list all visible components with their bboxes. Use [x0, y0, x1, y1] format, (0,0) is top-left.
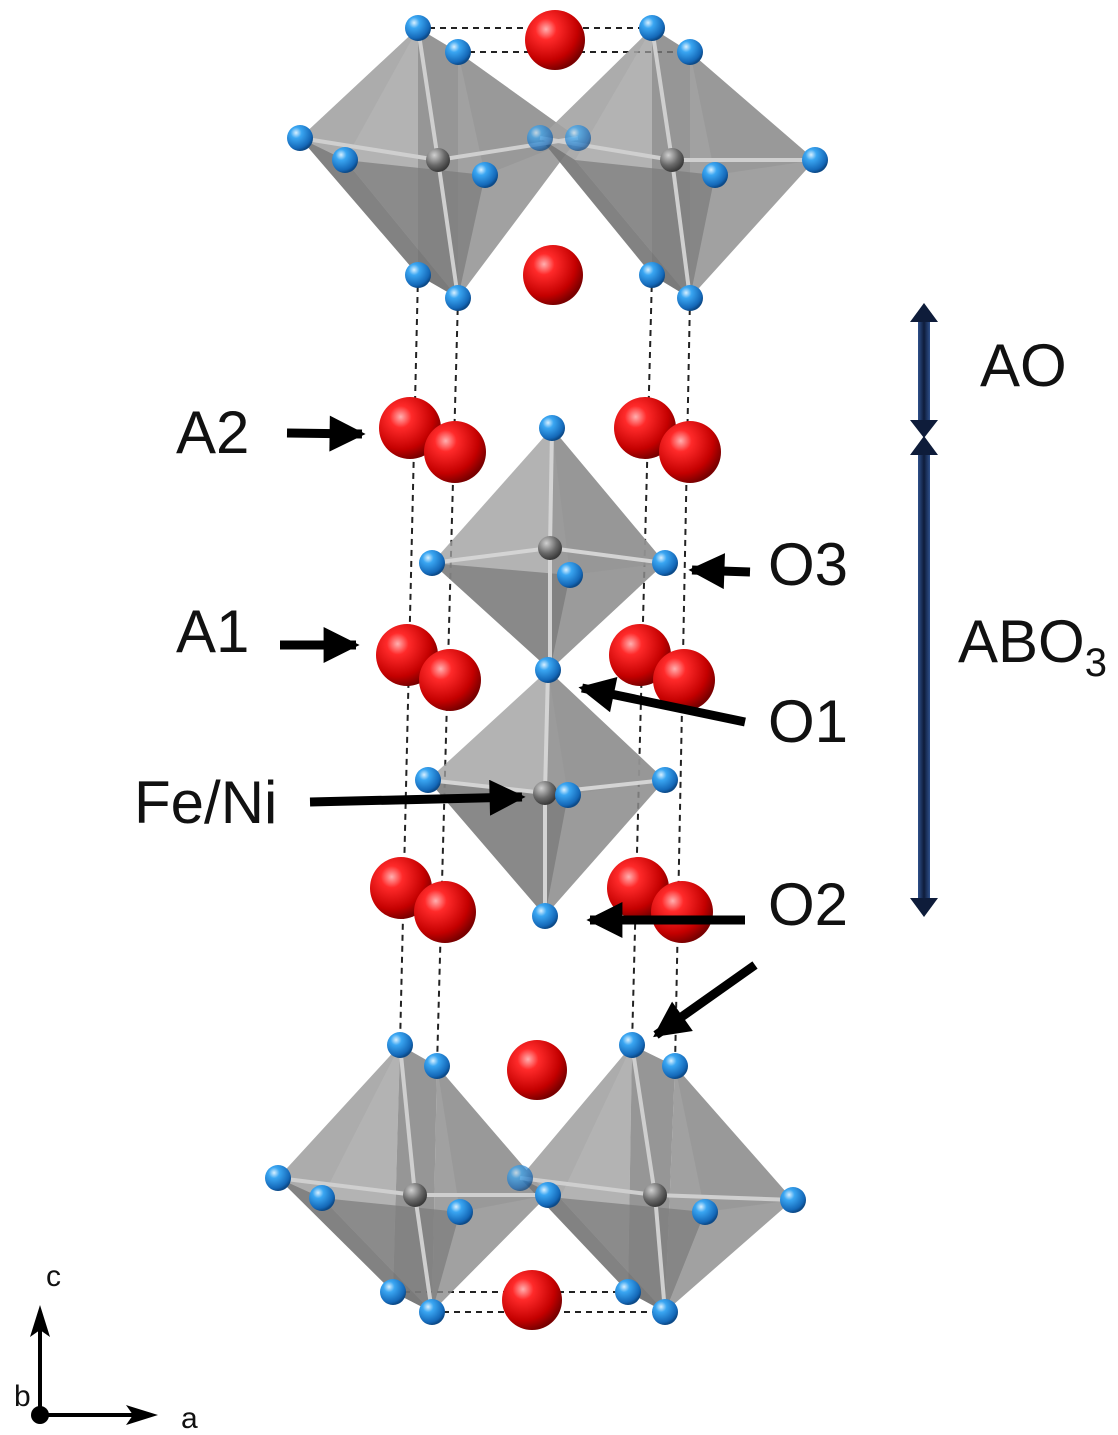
bottom-bonds — [277, 1044, 794, 1313]
bottom-b-site-atom-right — [643, 1183, 667, 1207]
oxygen-atom — [447, 1199, 473, 1225]
oxygen-atoms — [265, 15, 828, 1325]
oxygen-atom — [692, 1199, 718, 1225]
octahedron-upper-middle — [432, 428, 665, 670]
top-b-site-atom-right — [660, 148, 684, 172]
oxygen-atom — [662, 1053, 688, 1079]
oxygen-atom — [652, 767, 678, 793]
a1-atom — [419, 649, 481, 711]
top-b-site-atom-left — [426, 148, 450, 172]
oxygen-atom — [639, 15, 665, 41]
a-site-atoms — [370, 10, 721, 1330]
oxygen-atom — [507, 1165, 533, 1191]
oxygen-atom — [265, 1165, 291, 1191]
oxygen-atom — [539, 415, 565, 441]
oxygen-atom — [535, 1182, 561, 1208]
octahedron-bottom-right — [520, 1045, 793, 1312]
a-site-atom — [651, 881, 713, 943]
oxygen-atom — [419, 550, 445, 576]
label-abo3: ABO3 — [958, 608, 1107, 685]
a2-atom — [659, 421, 721, 483]
oxygen-atom — [565, 125, 591, 151]
pointer-arrows — [280, 415, 758, 1039]
axis-label-b: b — [14, 1380, 31, 1413]
oxygen-atom — [445, 285, 471, 311]
oxygen-atom — [415, 767, 441, 793]
oxygen-atom — [419, 1299, 445, 1325]
layer-bars — [910, 303, 938, 917]
oxygen-atom — [405, 15, 431, 41]
label-ao: AO — [980, 332, 1067, 399]
o1-oxygen-atom — [535, 657, 561, 683]
o2-oxygen-atom — [532, 903, 558, 929]
axis-indicator: c a b — [14, 1260, 198, 1435]
o2-oxygen-atom-apical — [619, 1032, 645, 1058]
oxygen-atom — [557, 562, 583, 588]
oxygen-atom — [780, 1187, 806, 1213]
fe-ni-atom — [533, 781, 557, 805]
label-a1: A1 — [176, 598, 249, 665]
middle-b-site-atom-upper — [538, 536, 562, 560]
label-o1: O1 — [768, 688, 848, 755]
oxygen-atom — [424, 1053, 450, 1079]
o2-apical-arrow — [653, 961, 758, 1039]
oxygen-atom — [405, 262, 431, 288]
a-site-atom — [525, 10, 585, 70]
top-bonds — [299, 27, 815, 299]
a1-atom — [653, 649, 715, 711]
label-fe-ni: Fe/Ni — [134, 769, 277, 836]
a-site-atom — [414, 881, 476, 943]
label-o3: O3 — [768, 531, 848, 598]
oxygen-atom — [677, 39, 703, 65]
a2-atom — [424, 421, 486, 483]
oxygen-atom — [555, 782, 581, 808]
a-site-atom — [507, 1040, 567, 1100]
oxygen-atom — [677, 285, 703, 311]
octahedron-lower-middle — [428, 670, 665, 916]
oxygen-atom — [527, 125, 553, 151]
middle-octahedra — [427, 427, 666, 916]
ao-layer-bar — [910, 303, 938, 438]
oxygen-atom — [332, 147, 358, 173]
label-a2: A2 — [176, 399, 249, 466]
oxygen-atom — [387, 1032, 413, 1058]
o1-arrow — [578, 676, 746, 727]
oxygen-atom — [287, 125, 313, 151]
fe-ni-arrow — [309, 779, 526, 816]
oxygen-atom — [445, 39, 471, 65]
oxygen-atom — [702, 162, 728, 188]
oxygen-atom — [802, 147, 828, 173]
oxygen-atom — [639, 262, 665, 288]
abo3-layer-bar — [910, 436, 938, 917]
oxygen-atom — [472, 162, 498, 188]
axis-label-c: c — [46, 1260, 61, 1293]
b-axis-dot — [31, 1406, 49, 1424]
a2-arrow — [286, 415, 366, 452]
oxygen-atom — [380, 1279, 406, 1305]
oxygen-atom — [652, 1299, 678, 1325]
axis-label-a: a — [181, 1402, 198, 1435]
a-site-atom — [502, 1270, 562, 1330]
oxygen-atom — [309, 1185, 335, 1211]
label-o2: O2 — [768, 871, 848, 938]
o3-arrow — [688, 553, 751, 590]
a-site-atom — [523, 245, 583, 305]
top-octahedra-layer — [299, 27, 815, 299]
oxygen-atom — [615, 1279, 641, 1305]
o3-oxygen-atom — [652, 550, 678, 576]
bottom-b-site-atom-left — [403, 1183, 427, 1207]
